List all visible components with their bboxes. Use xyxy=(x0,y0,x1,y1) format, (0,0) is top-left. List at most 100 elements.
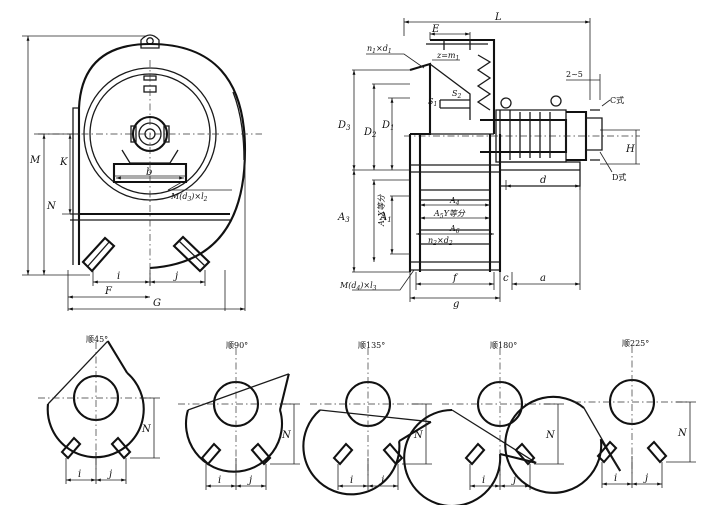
housing-outline xyxy=(185,409,283,473)
type-c-label: C式 xyxy=(610,95,624,105)
outlet-edge-inner xyxy=(47,340,109,405)
foot-left xyxy=(81,236,116,273)
orientation-views: i j N 顺45° i j N 顺90° i j N 顺135° i j N 顺180° i j N 顺225° xyxy=(38,335,696,505)
front-view: M N K b M(d3)×l2 i j F G xyxy=(22,34,262,311)
extension-lines xyxy=(205,458,267,490)
dim-D2: D2 xyxy=(363,127,377,139)
dim-N: N xyxy=(677,428,688,439)
extension-lines xyxy=(601,456,663,488)
dim-line-N xyxy=(666,401,696,463)
dim-j: j xyxy=(379,475,384,486)
dim-M: M xyxy=(29,155,41,166)
foot-right xyxy=(514,442,536,466)
dim-L: L xyxy=(494,12,502,23)
dim-A2: A2X等分 xyxy=(377,194,388,227)
dim-line-N xyxy=(130,397,160,459)
dim-F: F xyxy=(104,286,113,297)
dim-g: g xyxy=(453,299,459,310)
dim-N: N xyxy=(545,430,556,441)
dim-A3: A3 xyxy=(337,212,350,224)
dim-f: f xyxy=(452,273,459,284)
dim-i: i xyxy=(350,475,353,486)
dim-bolt-front: M(d3)×l2 xyxy=(170,192,208,203)
outlet-edge-inner xyxy=(187,373,290,411)
centerline xyxy=(38,342,154,472)
orientation-90: i j N 顺90° xyxy=(178,341,300,490)
dim-N: N xyxy=(281,430,292,441)
dim-line-N xyxy=(270,403,300,465)
dim-bolt-side: M(d4)×l3 xyxy=(339,281,377,292)
orientation-45: i j N 顺45° xyxy=(38,335,160,484)
orientation-180: i j N 顺180° xyxy=(403,341,564,505)
dim-line-N xyxy=(402,403,432,465)
type-d-label: D式 xyxy=(612,172,626,182)
dim-A6: A6 xyxy=(449,224,460,235)
outlet-edge-inner xyxy=(451,409,537,464)
dim-j: j xyxy=(643,473,648,484)
dim-N: N xyxy=(141,424,152,435)
dim-i: i xyxy=(117,271,120,282)
dim-i: i xyxy=(482,475,485,486)
dim-N: N xyxy=(46,201,57,212)
orientation-225: i j N 顺225° xyxy=(504,339,696,494)
side-view: L E n1×d1 z=m1 S1 S2 2~5 C式 D式 H D3 D2 D… xyxy=(337,12,640,310)
dim-H: H xyxy=(625,144,635,155)
orientation-caption: 顺135° xyxy=(358,341,385,350)
dim-A1: A1 xyxy=(379,212,392,224)
foot-right xyxy=(250,442,272,466)
foot-left xyxy=(60,436,82,460)
dim-i: i xyxy=(218,475,221,486)
foot-right xyxy=(382,442,404,466)
orientation-caption: 顺180° xyxy=(490,341,517,350)
dim-D1: D1 xyxy=(381,120,395,132)
foot-right xyxy=(172,235,211,273)
dim-a: a xyxy=(540,273,546,284)
dim-flange-bolt: n1×d1 xyxy=(367,44,392,55)
dim-A5: A5Y等分 xyxy=(433,209,466,220)
centerline xyxy=(442,348,558,478)
housing-outline xyxy=(46,372,145,459)
orientation-caption: 顺45° xyxy=(86,335,108,344)
dim-c: c xyxy=(503,273,509,284)
dim-gap: 2~5 xyxy=(566,70,583,79)
dim-S2: S2 xyxy=(452,89,461,100)
housing-outline xyxy=(504,395,603,494)
foot-left xyxy=(332,442,354,466)
extension-lines xyxy=(469,458,531,490)
dim-G: G xyxy=(153,298,161,309)
orientation-135: i j N 顺135° xyxy=(302,341,432,496)
foot-right xyxy=(110,436,132,460)
orientation-caption: 顺90° xyxy=(226,341,248,350)
dim-A4: A4 xyxy=(449,196,460,207)
dim-b: b xyxy=(146,167,152,178)
dim-z: z=m1 xyxy=(436,51,459,62)
dim-N: N xyxy=(413,430,424,441)
dim-j: j xyxy=(173,271,178,282)
outlet-edge xyxy=(106,340,129,374)
foot-right xyxy=(646,440,668,464)
dim-j: j xyxy=(511,475,516,486)
foot-left xyxy=(596,440,618,464)
orientation-caption: 顺225° xyxy=(622,339,649,348)
outlet-edge-inner xyxy=(319,409,431,423)
dim-line-N xyxy=(534,403,564,465)
foot-left xyxy=(464,442,486,466)
outlet-edge xyxy=(278,373,290,411)
foot-left xyxy=(200,442,222,466)
dim-K: K xyxy=(59,157,68,168)
extension-lines xyxy=(65,452,127,484)
dim-j: j xyxy=(247,475,252,486)
extension-lines xyxy=(337,458,399,490)
dim-j: j xyxy=(107,469,112,480)
housing-outline xyxy=(302,409,401,496)
dim-i: i xyxy=(614,473,617,484)
centerline xyxy=(178,348,294,478)
dim-E: E xyxy=(431,24,440,35)
housing-outline xyxy=(403,408,502,505)
dim-n2: n2×d2 xyxy=(428,236,453,247)
dim-i: i xyxy=(78,469,81,480)
dim-S1: S1 xyxy=(428,97,437,108)
dim-D3: D3 xyxy=(337,120,351,132)
centerline xyxy=(574,346,690,476)
